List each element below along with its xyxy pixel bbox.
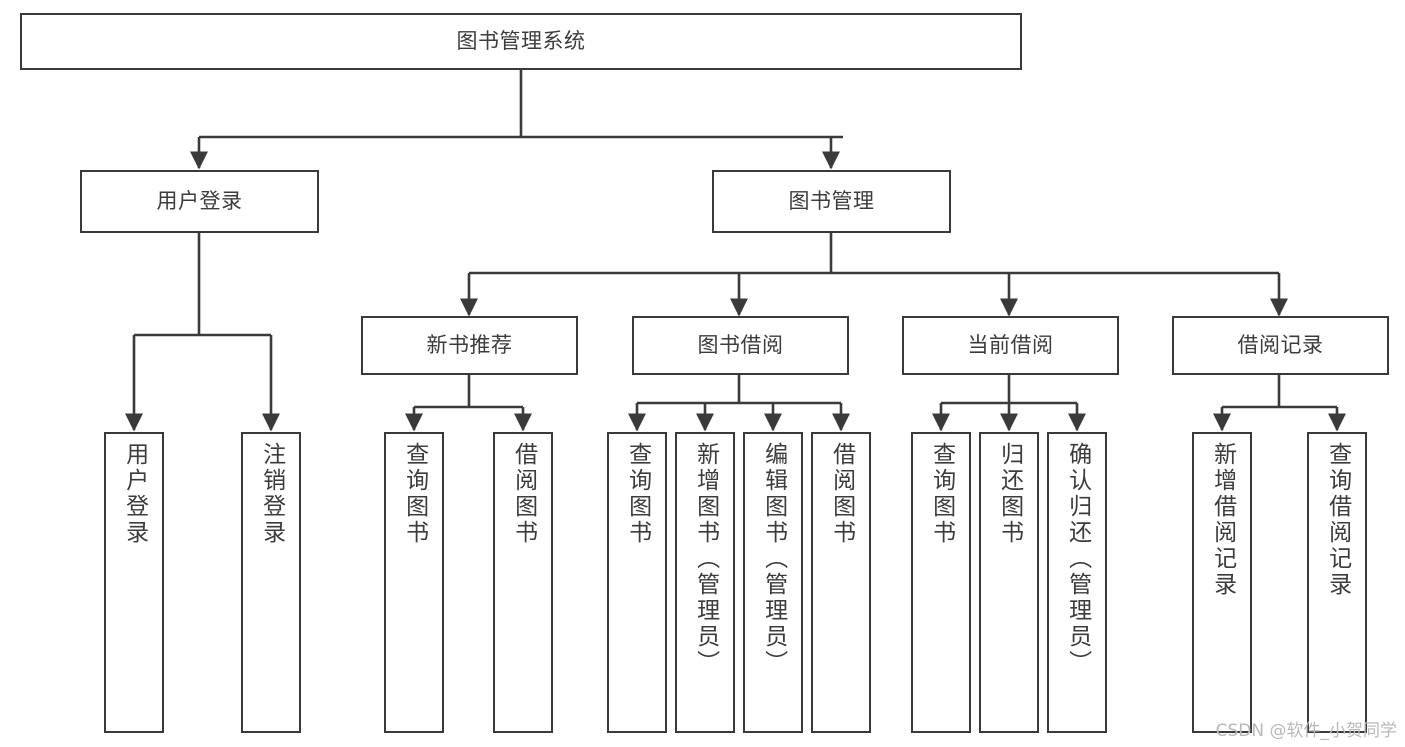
leaf-cur-return-book[interactable]: 归还图书 <box>979 432 1039 733</box>
leaf-borrow-query-book[interactable]: 查询图书 <box>607 432 667 733</box>
leaf-cur-query-book[interactable]: 查询图书 <box>911 432 971 733</box>
leaf-rec-query-book-label: 查询图书 <box>401 442 428 546</box>
leaf-user-login[interactable]: 用户登录 <box>104 432 164 733</box>
node-borrow-record-label: 借阅记录 <box>1237 333 1324 358</box>
leaf-borrow-edit-book[interactable]: 编辑图书（管理员） <box>743 432 803 733</box>
leaf-rec-add-record-label: 新增借阅记录 <box>1209 442 1236 598</box>
node-borrow-record[interactable]: 借阅记录 <box>1172 316 1389 375</box>
node-new-book-rec-label: 新书推荐 <box>426 333 513 358</box>
leaf-borrow-query-book-label: 查询图书 <box>624 442 651 546</box>
leaf-cur-confirm-return-label: 确认归还（管理员） <box>1064 442 1091 676</box>
node-current-borrow[interactable]: 当前借阅 <box>902 316 1119 375</box>
leaf-cur-query-book-label: 查询图书 <box>928 442 955 546</box>
node-new-book-rec[interactable]: 新书推荐 <box>361 316 578 375</box>
node-current-borrow-label: 当前借阅 <box>967 333 1054 358</box>
leaf-borrow-edit-book-label: 编辑图书（管理员） <box>760 442 787 676</box>
leaf-rec-borrow-book[interactable]: 借阅图书 <box>493 432 553 733</box>
node-user-login-label: 用户登录 <box>156 189 243 214</box>
leaf-rec-borrow-book-label: 借阅图书 <box>510 442 537 546</box>
leaf-user-logout[interactable]: 注销登录 <box>241 432 301 733</box>
node-book-manage-label: 图书管理 <box>788 189 875 214</box>
leaf-borrow-borrow-book-label: 借阅图书 <box>828 442 855 546</box>
node-book-manage[interactable]: 图书管理 <box>712 170 951 233</box>
node-root-label: 图书管理系统 <box>456 29 586 54</box>
leaf-rec-query-record-label: 查询借阅记录 <box>1324 442 1351 598</box>
leaf-user-login-label: 用户登录 <box>121 442 148 546</box>
csdn-watermark: CSDN @软件_小贺同学 <box>1215 721 1397 741</box>
leaf-cur-confirm-return[interactable]: 确认归还（管理员） <box>1047 432 1107 733</box>
node-book-borrow-label: 图书借阅 <box>697 333 784 358</box>
leaf-borrow-add-book[interactable]: 新增图书（管理员） <box>675 432 735 733</box>
leaf-rec-query-book[interactable]: 查询图书 <box>384 432 444 733</box>
leaf-cur-return-book-label: 归还图书 <box>996 442 1023 546</box>
node-book-borrow[interactable]: 图书借阅 <box>632 316 849 375</box>
leaf-borrow-borrow-book[interactable]: 借阅图书 <box>811 432 871 733</box>
leaf-rec-add-record[interactable]: 新增借阅记录 <box>1192 432 1252 733</box>
leaf-rec-query-record[interactable]: 查询借阅记录 <box>1307 432 1367 733</box>
leaf-borrow-add-book-label: 新增图书（管理员） <box>692 442 719 676</box>
node-user-login[interactable]: 用户登录 <box>80 170 319 233</box>
leaf-user-logout-label: 注销登录 <box>258 442 285 546</box>
node-root[interactable]: 图书管理系统 <box>20 13 1022 70</box>
